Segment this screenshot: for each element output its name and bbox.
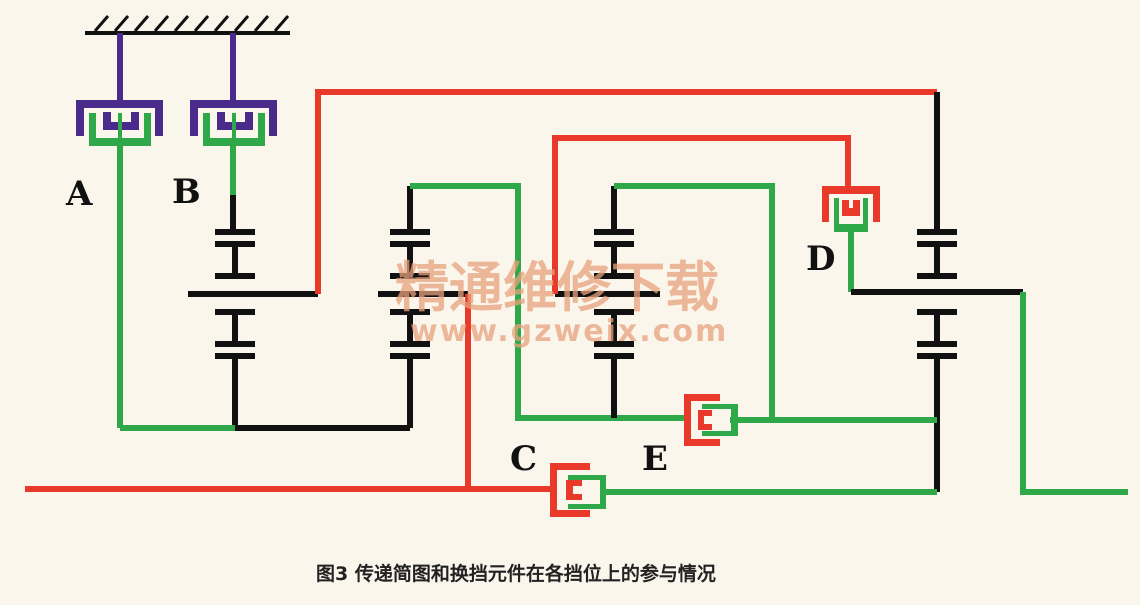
brake-b	[190, 33, 277, 195]
housing-ground	[85, 15, 290, 35]
clutch-e	[684, 394, 937, 446]
label-d: D	[806, 239, 835, 279]
shaft-green-set3	[614, 183, 775, 418]
label-c: C	[510, 439, 537, 479]
planetary-set-2	[378, 186, 468, 428]
watermark-url: www.gzweix.com	[410, 314, 728, 349]
label-b: B	[172, 172, 201, 212]
figure-caption: 图3 传递简图和换挡元件在各挡位上的参与情况	[316, 562, 716, 585]
clutch-d	[822, 186, 880, 292]
clutch-c	[550, 463, 937, 517]
shaft-red-top	[315, 89, 937, 294]
shaft-red-d	[552, 135, 851, 294]
label-a: A	[65, 174, 93, 214]
planetary-set-3	[555, 186, 660, 418]
planetary-set-1	[188, 195, 318, 428]
planetary-set-4	[851, 92, 1023, 492]
brake-a	[76, 33, 163, 428]
output-shaft	[1020, 292, 1128, 495]
watermark-title: 精通维修下载	[395, 256, 719, 319]
label-e: E	[642, 439, 668, 479]
shaft-green-set2-top	[410, 183, 685, 421]
